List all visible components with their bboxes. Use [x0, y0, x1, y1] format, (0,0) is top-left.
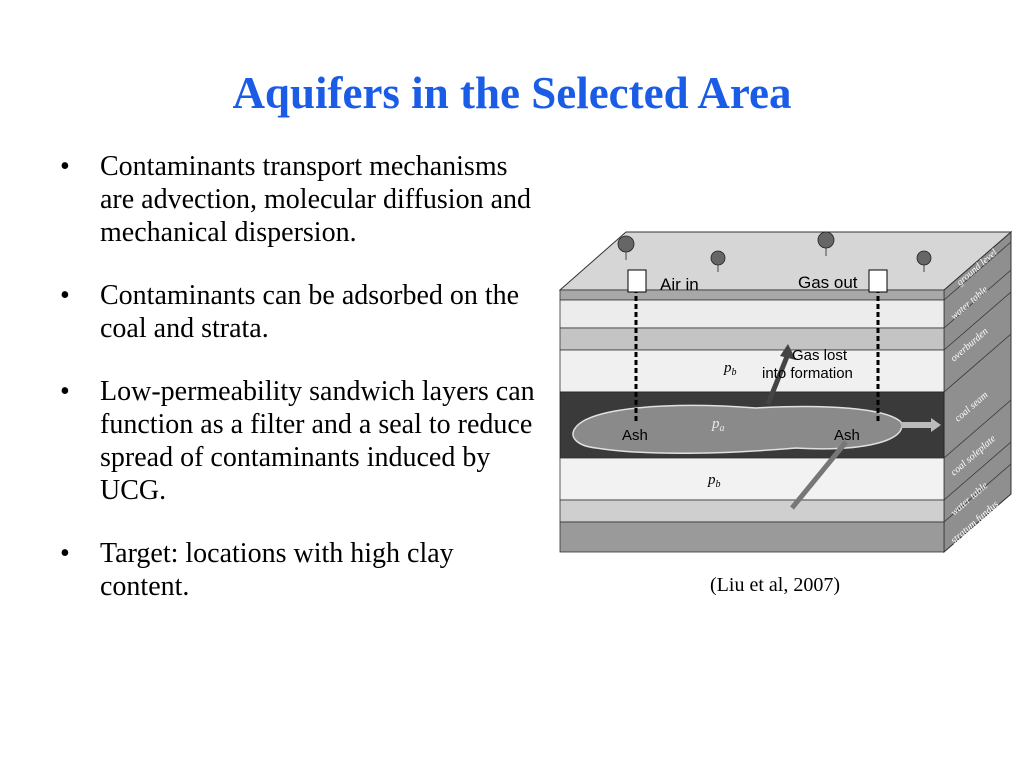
label-ash-right: Ash	[834, 427, 860, 444]
bullet-text: Target: locations with high clay content…	[100, 538, 454, 602]
bullet-text: Contaminants can be adsorbed on the coal…	[100, 280, 520, 344]
gas-lost-arrowhead	[780, 344, 796, 360]
bullet-item: • Low-permeability sandwich layers can fu…	[58, 375, 548, 507]
layer-band	[559, 327, 945, 351]
label-pressure-bottom: pb	[707, 472, 721, 490]
bullet-item: • Contaminants transport mechanisms are a…	[58, 150, 548, 249]
slide-title: Aquifers in the Selected Area	[232, 68, 792, 118]
label-gas-lost: Gas lost	[792, 347, 848, 364]
layer-fundus	[559, 521, 945, 553]
bullet-text: Contaminants transport mechanisms are ad…	[100, 151, 531, 248]
bullet-marker: •	[60, 151, 70, 182]
figure-caption: (Liu et al, 2007)	[710, 574, 840, 596]
layer-water-table-top	[559, 299, 945, 329]
bullet-list: • Contaminants transport mechanisms are a…	[58, 150, 548, 633]
bullet-item: • Target: locations with high clay conten…	[58, 537, 548, 603]
bullet-marker: •	[60, 376, 70, 407]
tree-icon	[617, 231, 932, 272]
layer-soleplate	[559, 457, 945, 501]
label-air-in: Air in	[660, 275, 699, 294]
label-into-formation: into formation	[762, 365, 853, 382]
ucg-strata-diagram: Air in Gas out Gas lost into formation A…	[558, 230, 1013, 554]
layer-water-table-bottom	[559, 499, 945, 523]
gasification-cavity	[572, 404, 903, 455]
label-pressure-top: pb	[723, 360, 737, 378]
layer-overburden	[559, 349, 945, 393]
production-wellhead	[868, 269, 888, 293]
label-ash-left: Ash	[622, 427, 648, 444]
leakage-arrow	[790, 440, 848, 510]
injection-wellhead	[627, 269, 647, 293]
label-gas-out: Gas out	[798, 273, 858, 292]
flow-arrow	[901, 418, 941, 432]
bullet-item: • Contaminants can be adsorbed on the coa…	[58, 279, 548, 345]
side-layer-lines	[943, 241, 1012, 523]
gas-lost-arrow	[765, 353, 791, 405]
bullet-marker: •	[60, 280, 70, 311]
bullet-marker: •	[60, 538, 70, 569]
label-pressure-mid: pa	[711, 416, 725, 434]
bullet-text: Low-permeability sandwich layers can fun…	[100, 376, 535, 506]
